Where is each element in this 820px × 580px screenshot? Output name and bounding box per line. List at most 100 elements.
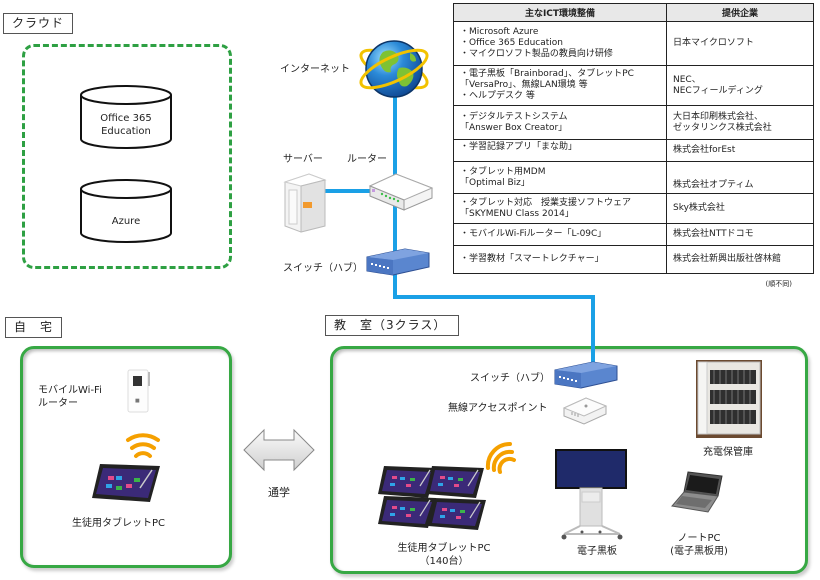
classroom-tablets-label: 生徒用タブレットPC （140台） — [388, 542, 500, 568]
classroom-tablets-label-line2: （140台） — [419, 556, 469, 567]
vendor-cell: NEC、NECフィールディング — [666, 65, 814, 106]
classroom-section-label: 教 室（3クラス） — [325, 315, 459, 336]
home-region — [20, 346, 232, 568]
ict-item-line: ・タブレット用MDM — [460, 166, 546, 177]
network-wire-horizontal — [393, 295, 594, 299]
vendor-line: NECフィールディング — [673, 85, 763, 96]
office365-service: Office 365 Education — [79, 84, 173, 150]
table-row: ・モバイルWi-Fiルーター「L-09C」 株式会社NTTドコモ — [453, 223, 814, 246]
azure-label: Azure — [111, 216, 141, 227]
ict-item-line: ・学習教材「スマートレクチャー」 — [460, 254, 604, 264]
router-icon — [368, 173, 434, 211]
ict-item-line: ・Office 365 Education — [460, 38, 563, 48]
server-router-wire — [315, 189, 375, 193]
globe-icon — [359, 40, 429, 98]
ict-item-line: 「SKYMENU Class 2014」 — [460, 208, 574, 219]
vendor-line: NEC、 — [673, 74, 701, 85]
ict-item-cell: ・電子黒板「Brainborad」、タブレットPC「VersaPro」、無線LA… — [453, 65, 667, 106]
vendor-cell: 大日本印刷株式会社、ゼッタリンクス株式会社 — [666, 105, 814, 140]
ict-item-cell: ・タブレット用MDM「Optimal Biz」 — [453, 161, 667, 194]
mobile-router-label-line1: モバイルWi-Fi — [38, 385, 102, 396]
database-cylinder-icon — [80, 179, 172, 243]
classroom-tablets-label-line1: 生徒用タブレットPC — [397, 543, 491, 554]
vendor-cell: 株式会社NTTドコモ — [666, 223, 814, 246]
mobile-router-label-line2: ルーター — [38, 398, 78, 409]
ict-item-line: ・デジタルテストシステム — [460, 111, 568, 122]
access-point-label: 無線アクセスポイント — [448, 403, 548, 414]
ict-item-line: 「Answer Box Creator」 — [460, 122, 568, 133]
mobile-wifi-router-icon: ■ — [127, 369, 150, 413]
ict-item-line: ・電子黒板「Brainborad」、タブレットPC — [460, 69, 634, 79]
notebook-pc-label: ノートPC (電子黒板用) — [666, 532, 732, 558]
student-tablet-icon — [92, 464, 160, 502]
whiteboard-label: 電子黒板 — [577, 546, 617, 557]
cloud-section-label: クラウド — [3, 13, 74, 34]
classroom-wire-vertical — [591, 295, 595, 365]
commute-label: 通学 — [268, 486, 290, 499]
commute-double-arrow-icon — [243, 428, 315, 472]
charging-cabinet-label: 充電保管庫 — [703, 447, 753, 458]
vendor-line: ゼッタリンクス株式会社 — [673, 122, 772, 133]
server-label: サーバー — [283, 154, 323, 165]
vendor-line: 大日本印刷株式会社、 — [673, 111, 764, 122]
table-header-ict: 主なICT環境整備 — [453, 3, 667, 22]
vendor-line: 株式会社forEst — [673, 145, 736, 155]
table-row: ・デジタルテストシステム「Answer Box Creator」大日本印刷株式会… — [453, 105, 814, 140]
notebook-pc-label-line1: ノートPC — [677, 533, 721, 544]
ict-item-line: 「Optimal Biz」 — [460, 177, 530, 188]
vendor-cell: 株式会社新興出版社啓林館 — [666, 245, 814, 274]
wireless-access-point-icon — [562, 397, 608, 425]
ict-item-line: ・ヘルプデスク 等 — [460, 91, 535, 101]
classroom-tablets-icon — [377, 441, 516, 531]
ict-item-line: 「VersaPro」、無線LAN環境 等 — [460, 80, 588, 90]
ict-item-line: ・Microsoft Azure — [460, 27, 539, 37]
table-header-row: 主なICT環境整備 提供企業 — [453, 3, 814, 22]
switch-hub-icon — [366, 248, 430, 276]
home-tablet-label: 生徒用タブレットPC — [72, 518, 166, 529]
notebook-pc-icon — [671, 471, 723, 513]
vendor-line: Sky株式会社 — [673, 203, 725, 213]
charging-cabinet-icon — [696, 360, 762, 438]
table-row: ・学習記録アプリ「まな助」 株式会社forEst — [453, 139, 814, 162]
svg-text:■: ■ — [135, 398, 140, 404]
classroom-switch-hub-icon — [554, 361, 618, 389]
database-cylinder-icon — [80, 85, 172, 149]
ict-item-cell: ・タブレット対応 授業支援ソフトウェア「SKYMENU Class 2014」 — [453, 193, 667, 224]
classroom-wifi-signal-icon — [485, 441, 516, 474]
internet-label: インターネット — [280, 64, 350, 75]
server-icon — [283, 173, 327, 233]
table-row: ・電子黒板「Brainborad」、タブレットPC「VersaPro」、無線LA… — [453, 65, 814, 106]
classroom-wire-entry — [591, 340, 595, 366]
table-row: ・タブレット用MDM「Optimal Biz」株式会社オプティム — [453, 161, 814, 194]
table-row: ・Microsoft Azure・Office 365 Education・マイ… — [453, 21, 814, 66]
ict-item-line: ・学習記録アプリ「まな助」 — [460, 142, 578, 152]
ict-item-line: ・タブレット対応 授業支援ソフトウェア — [460, 197, 632, 208]
ict-item-cell: ・学習記録アプリ「まな助」 — [453, 139, 667, 162]
switch-label: スイッチ（ハブ） — [283, 263, 363, 274]
ict-item-cell: ・Microsoft Azure・Office 365 Education・マイ… — [453, 21, 667, 66]
table-row: ・タブレット対応 授業支援ソフトウェア「SKYMENU Class 2014」 S… — [453, 193, 814, 224]
wifi-signal-icon — [126, 433, 160, 458]
azure-service: Azure — [79, 178, 173, 244]
vendor-line: 株式会社オプティム — [673, 180, 754, 190]
vendor-cell: 日本マイクロソフト — [666, 21, 814, 66]
electronic-whiteboard-icon — [555, 449, 627, 540]
notebook-pc-label-line2: (電子黒板用) — [670, 546, 728, 557]
vendor-line: 株式会社NTTドコモ — [673, 229, 754, 239]
vendor-line: 株式会社新興出版社啓林館 — [673, 254, 782, 264]
mobile-router-label: モバイルWi-Fi ルーター — [38, 384, 102, 410]
ict-item-cell: ・モバイルWi-Fiルーター「L-09C」 — [453, 223, 667, 246]
router-label: ルーター — [347, 154, 387, 165]
table-note: (順不同) — [765, 280, 792, 288]
ict-item-cell: ・学習教材「スマートレクチャー」 — [453, 245, 667, 274]
table-row: ・学習教材「スマートレクチャー」 株式会社新興出版社啓林館 — [453, 245, 814, 274]
ict-environment-table: 主なICT環境整備 提供企業 ・Microsoft Azure・Office 3… — [453, 3, 814, 274]
ict-item-cell: ・デジタルテストシステム「Answer Box Creator」 — [453, 105, 667, 140]
vendor-cell: 株式会社オプティム — [666, 161, 814, 194]
cloud-region — [22, 44, 232, 269]
vendor-cell: 株式会社forEst — [666, 139, 814, 162]
office365-label-line2: Education — [101, 126, 151, 137]
table-header-vendor: 提供企業 — [666, 3, 814, 22]
vendor-line: 日本マイクロソフト — [673, 38, 754, 48]
ict-item-line: ・モバイルWi-Fiルーター「L-09C」 — [460, 229, 607, 239]
